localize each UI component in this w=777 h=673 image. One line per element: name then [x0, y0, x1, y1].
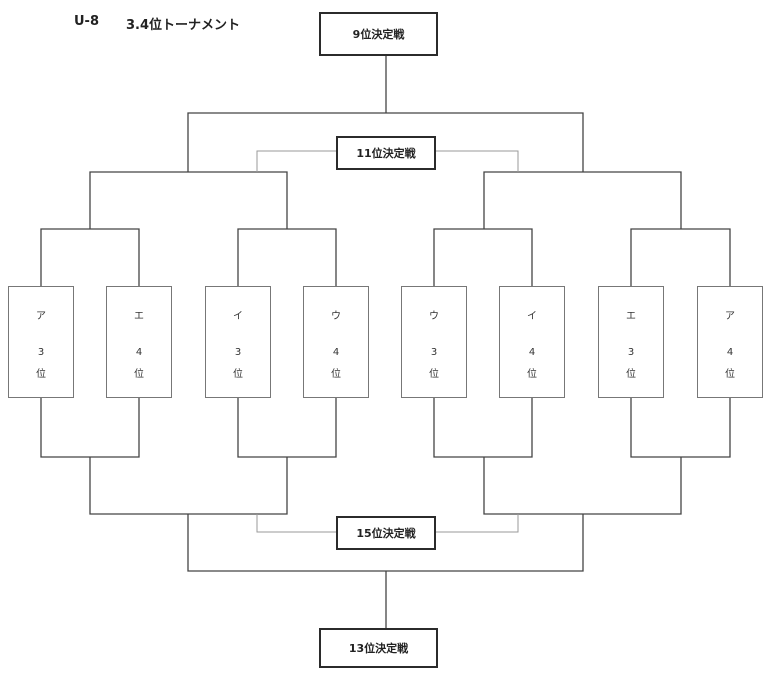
match-label-13th: 13位決定戦	[348, 642, 409, 655]
match-label-15th: 15位決定戦	[356, 527, 416, 540]
lower-semi-left	[89, 457, 288, 515]
upper-semi-left	[89, 171, 288, 229]
team-rank-suffix: 位	[36, 369, 46, 380]
upper-pair-2	[237, 228, 337, 286]
team-rank: 4	[135, 347, 143, 358]
lower-loser-connector	[256, 514, 519, 533]
lower-semi-right	[483, 457, 682, 515]
team-name: ア	[725, 311, 735, 322]
team-name: イ	[233, 311, 243, 322]
match-label-11th: 11位決定戦	[356, 147, 416, 160]
team-name: エ	[134, 311, 144, 322]
upper-semi-right	[483, 171, 682, 229]
tournament-title: 3.4位トーナメント	[126, 18, 241, 33]
team-rank-suffix: 位	[429, 369, 439, 380]
team-rank-suffix: 位	[331, 369, 341, 380]
team-rank-suffix: 位	[233, 369, 243, 380]
team-box-5: ウ 3 位	[401, 286, 467, 398]
team-box-4: ウ 4 位	[303, 286, 369, 398]
upper-loser-connector	[256, 150, 519, 172]
team-name: イ	[527, 311, 537, 322]
team-rank: 3	[234, 347, 242, 358]
team-name: ア	[36, 311, 46, 322]
upper-pair-3	[433, 228, 533, 286]
team-rank-suffix: 位	[725, 369, 735, 380]
team-box-1: ア 3 位	[8, 286, 74, 398]
lower-pair-1	[40, 398, 140, 458]
team-rank-suffix: 位	[527, 369, 537, 380]
match-box-11th: 11位決定戦	[336, 136, 436, 170]
team-box-3: イ 3 位	[205, 286, 271, 398]
lower-pair-3	[433, 398, 533, 458]
lower-pair-2	[237, 398, 337, 458]
team-box-7: エ 3 位	[598, 286, 664, 398]
team-rank: 4	[332, 347, 340, 358]
team-name: ウ	[331, 311, 341, 322]
team-name: ウ	[429, 311, 439, 322]
team-rank: 4	[528, 347, 536, 358]
team-box-6: イ 4 位	[499, 286, 565, 398]
team-box-8: ア 4 位	[697, 286, 763, 398]
match-box-15th: 15位決定戦	[336, 516, 436, 550]
division-code: U-8	[74, 14, 99, 29]
upper-pair-4	[630, 228, 731, 286]
team-rank-suffix: 位	[626, 369, 636, 380]
match-label-9th: 9位決定戦	[352, 28, 405, 41]
upper-pair-1	[40, 228, 140, 286]
team-name: エ	[626, 311, 636, 322]
team-rank-suffix: 位	[134, 369, 144, 380]
match-box-9th: 9位決定戦	[319, 12, 438, 56]
team-rank: 3	[37, 347, 45, 358]
team-rank: 4	[726, 347, 734, 358]
lower-pair-4	[630, 398, 731, 458]
team-box-2: エ 4 位	[106, 286, 172, 398]
match-box-13th: 13位決定戦	[319, 628, 438, 668]
team-rank: 3	[430, 347, 438, 358]
team-rank: 3	[627, 347, 635, 358]
